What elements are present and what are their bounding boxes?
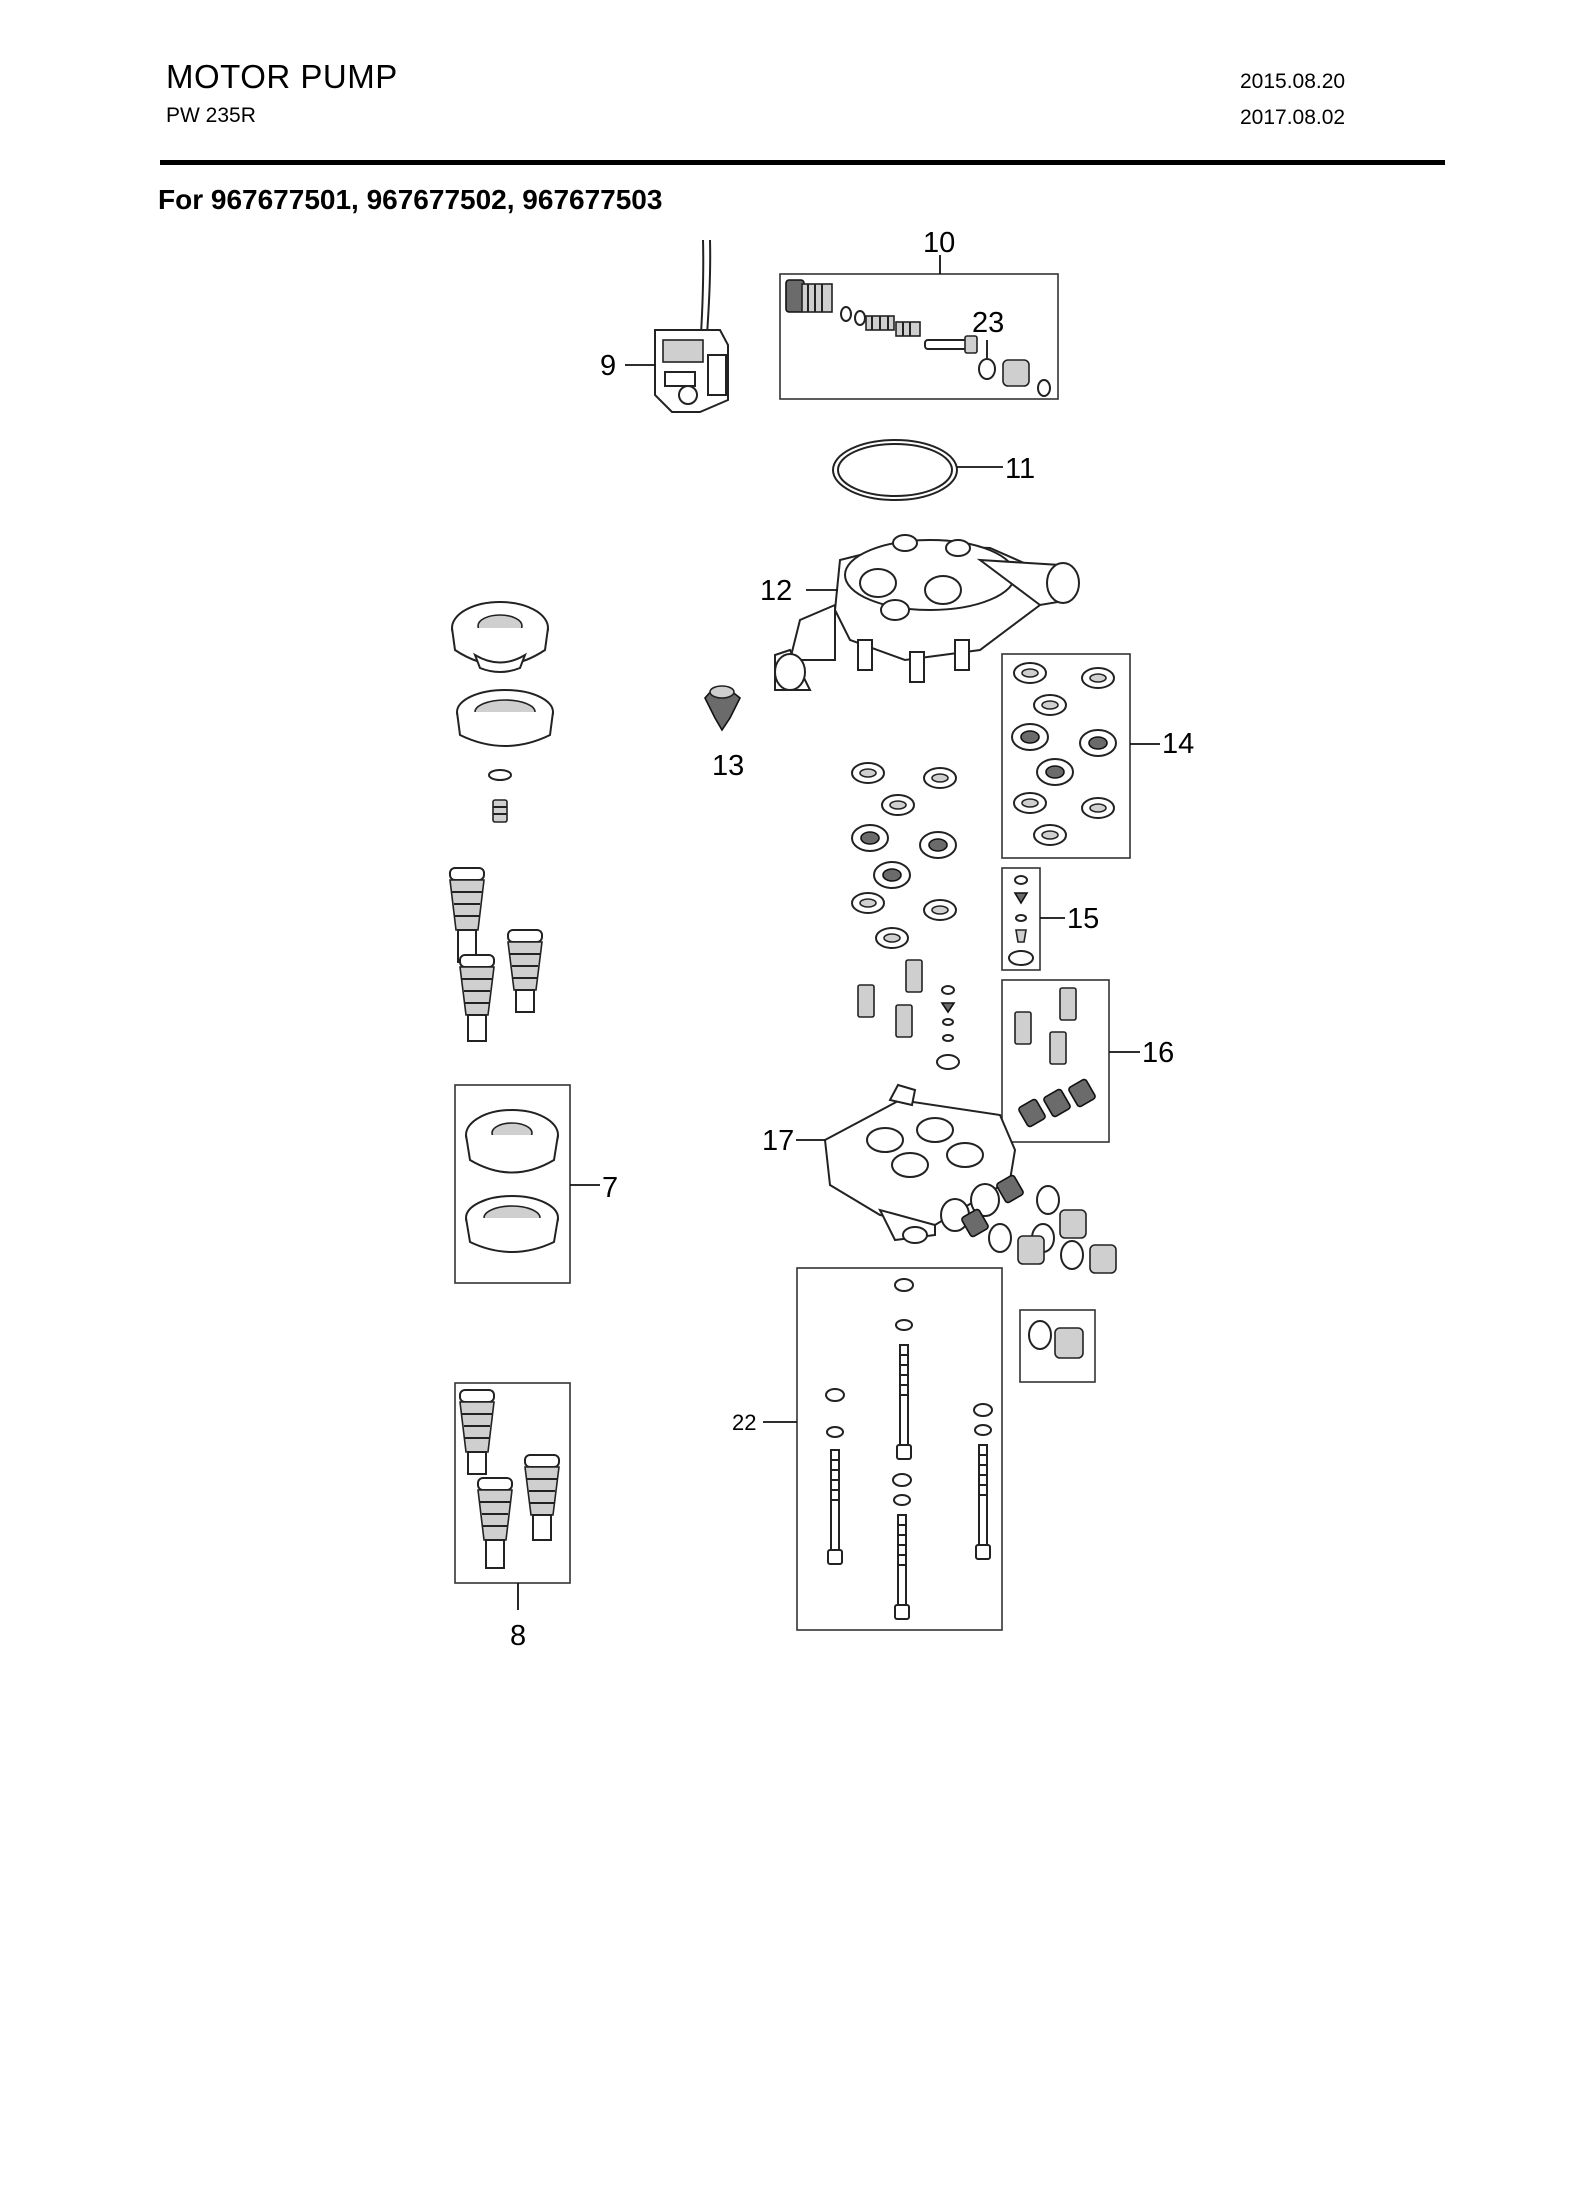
callout-7: 7	[602, 1172, 618, 1204]
part-16-valve-kit	[1014, 987, 1096, 1128]
part-11-o-ring	[832, 439, 958, 501]
part-14-kit-box	[1001, 653, 1131, 859]
plungers-loose	[449, 867, 543, 1042]
callout-13: 13	[712, 750, 744, 782]
seal-retainer-loose	[451, 601, 549, 673]
seal-ring-loose	[456, 689, 554, 747]
part-17-manifold	[823, 1083, 1017, 1244]
date-revised: 2017.08.02	[1240, 106, 1346, 129]
part-8-kit-box	[454, 1382, 571, 1584]
callout-11: 11	[1005, 453, 1035, 485]
manifold-plugs-loose	[961, 1174, 1117, 1274]
plug-kit	[1028, 1320, 1084, 1359]
part-7-seal-kit	[465, 1109, 559, 1253]
date-created: 2015.08.20	[1240, 70, 1346, 93]
part-13-check-valve	[704, 685, 742, 732]
part-22-kit-box	[796, 1267, 1003, 1631]
callout-16: 16	[1142, 1037, 1174, 1069]
washer-loose	[488, 769, 512, 781]
part-15-kit-box	[1001, 867, 1041, 971]
valves-loose	[857, 959, 960, 1070]
part-7-kit-box	[454, 1084, 571, 1284]
model-number: PW 235R	[166, 104, 256, 127]
callout-12: 12	[760, 575, 792, 607]
part-15-valve-kit	[1008, 875, 1034, 966]
part-10-unloader-components	[785, 279, 1051, 397]
callout-23: 23	[972, 307, 1004, 339]
callout-15: 15	[1067, 903, 1099, 935]
callout-8: 8	[510, 1620, 526, 1652]
callout-22: 22	[732, 1410, 756, 1435]
part-8-plunger-kit	[459, 1389, 560, 1569]
plug-kit-box	[1019, 1309, 1096, 1383]
set-screw-loose	[492, 799, 508, 823]
callout-14: 14	[1162, 728, 1194, 760]
seals-loose	[851, 762, 957, 949]
part-16-kit-box	[1001, 979, 1110, 1143]
part-12-pump-head	[774, 534, 1080, 691]
part-9-pressure-switch	[654, 239, 729, 413]
part-10-kit-box	[779, 273, 1059, 400]
part-14-seal-kit	[1011, 662, 1117, 846]
page-title: MOTOR PUMP	[166, 58, 398, 95]
model-applicability-heading: For 967677501, 967677502, 967677503	[158, 184, 663, 215]
header-divider	[160, 160, 1445, 165]
callout-10: 10	[923, 227, 955, 259]
callout-9: 9	[600, 350, 616, 382]
callout-17: 17	[762, 1125, 794, 1157]
part-22-screw-kit	[825, 1278, 993, 1620]
